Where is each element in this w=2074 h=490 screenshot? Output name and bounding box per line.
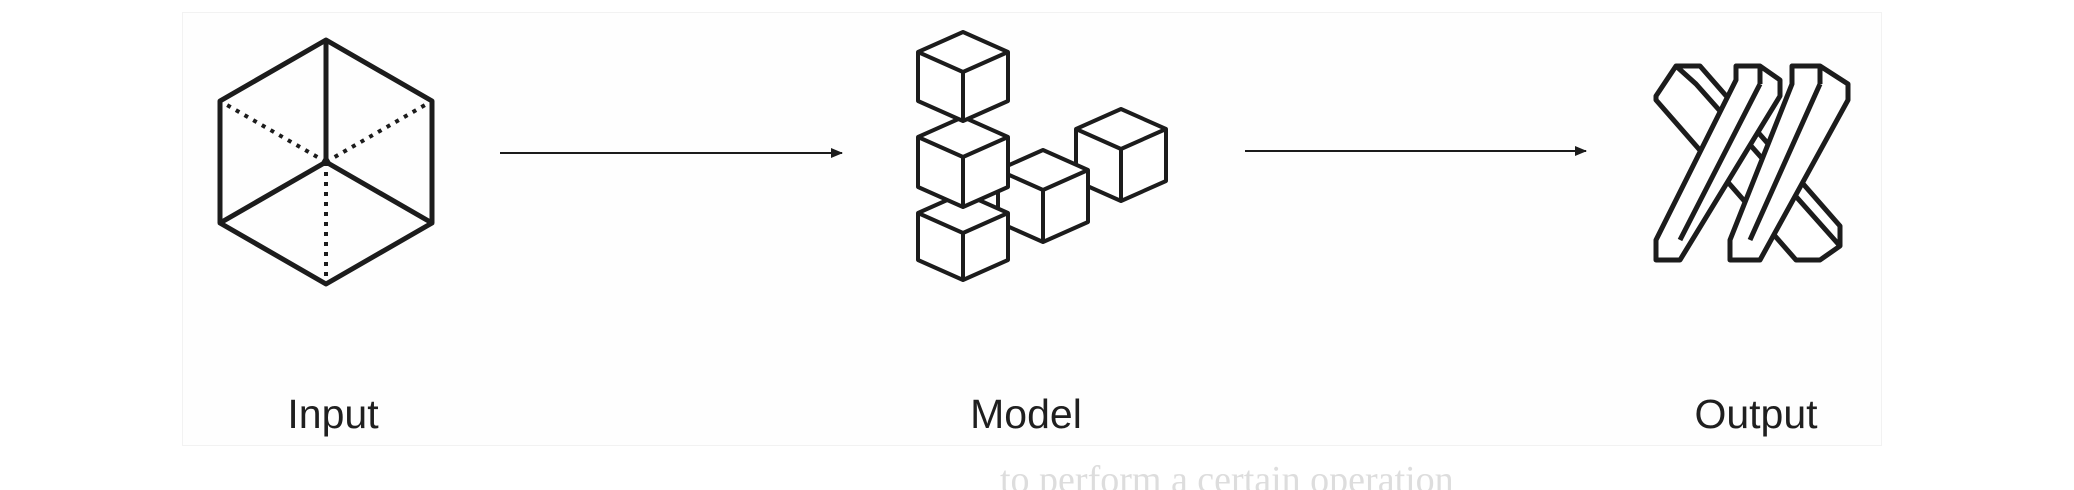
node-label-input: Input <box>287 391 379 437</box>
cube-left-bottom <box>916 191 1010 282</box>
front-bar-1 <box>1653 63 1783 263</box>
front-bar-2 <box>1727 63 1851 263</box>
cube-middle <box>996 148 1090 244</box>
node-label-model: Model <box>970 391 1082 437</box>
cube-left-top <box>916 30 1010 123</box>
node-label-output: Output <box>1694 391 1818 437</box>
stacked-cubes-icon <box>916 30 1168 282</box>
hexagon-cube-icon <box>217 37 435 287</box>
faded-caption-text: to perform a certain operation <box>1000 459 1454 490</box>
cube-left-middle <box>916 115 1010 209</box>
interlocked-bars-icon <box>1653 63 1851 263</box>
cube-right <box>1074 107 1168 203</box>
